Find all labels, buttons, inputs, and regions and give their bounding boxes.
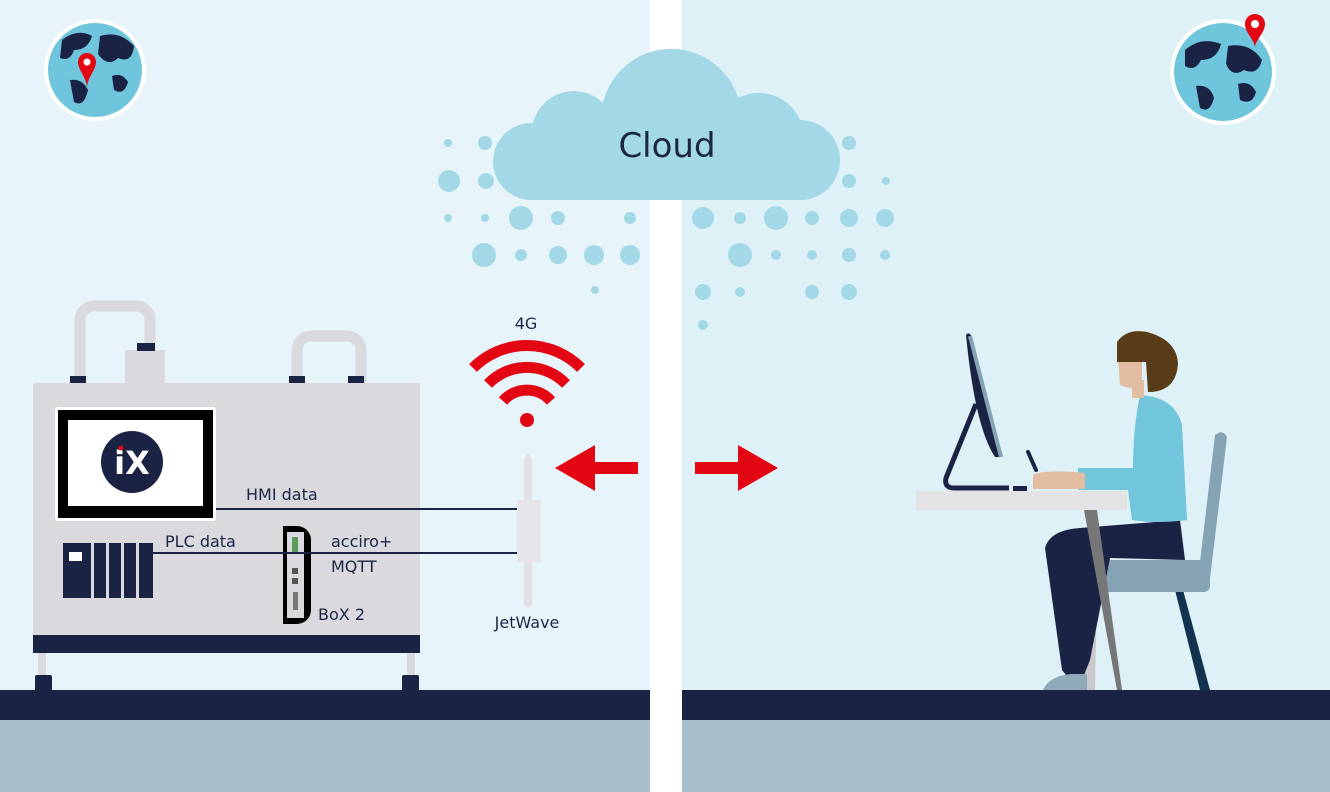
particle-dot <box>764 206 788 230</box>
cloud-icon: Cloud <box>492 48 840 201</box>
particle-dot <box>842 248 856 262</box>
4g-label: 4G <box>515 314 538 333</box>
particle-dot <box>591 286 599 294</box>
particle-dot <box>842 174 856 188</box>
protocol-label: acciro+ <box>331 532 392 551</box>
jetwave-antenna <box>517 454 541 608</box>
particle-dot <box>695 284 711 300</box>
particle-dot <box>515 249 527 261</box>
hmi-data-label: HMI data <box>246 485 318 504</box>
particle-dot <box>807 250 817 260</box>
particle-dot <box>620 245 640 265</box>
particle-dot <box>509 206 533 230</box>
legs <box>1045 520 1185 690</box>
particle-dot <box>478 136 492 150</box>
torso <box>1078 395 1187 522</box>
particle-dot <box>805 285 819 299</box>
chair-back <box>1197 432 1227 587</box>
particle-dot <box>840 209 858 227</box>
floor-right <box>682 690 1330 720</box>
particle-dot <box>735 287 745 297</box>
particle-dot <box>481 214 489 222</box>
particle-dot <box>478 173 494 189</box>
particle-dot <box>882 177 890 185</box>
particle-dot <box>698 320 708 330</box>
arrow-left-icon <box>555 445 638 491</box>
particle-dot <box>876 209 894 227</box>
particle-dot <box>728 243 752 267</box>
jetwave-label: JetWave <box>494 613 560 632</box>
particle-dot <box>692 207 714 229</box>
wifi-signal-icon <box>469 340 585 427</box>
particle-dot <box>805 211 819 225</box>
data-particles <box>438 136 894 330</box>
particle-dot <box>880 250 890 260</box>
particle-dot <box>472 243 496 267</box>
hair <box>1117 331 1178 392</box>
hand <box>1033 471 1085 489</box>
cloud-label: Cloud <box>618 126 715 166</box>
particle-dot <box>771 250 781 260</box>
remote-user-illustration <box>916 331 1227 690</box>
particle-dot <box>551 211 565 225</box>
hmi-panel: iX <box>55 407 216 521</box>
plc-data-label: PLC data <box>165 532 236 551</box>
desk <box>916 491 1127 510</box>
particle-dot <box>444 214 452 222</box>
box2-label: BoX 2 <box>318 605 365 624</box>
plc-unit <box>63 543 153 598</box>
particle-dot <box>438 170 460 192</box>
particle-dot <box>444 139 452 147</box>
box2-gateway <box>283 526 311 624</box>
globe-icon-left <box>44 19 146 121</box>
location-pin-icon <box>78 53 96 88</box>
particle-dot <box>549 246 567 264</box>
floor-left <box>0 690 650 720</box>
protocol-label-mqtt: MQTT <box>331 557 377 576</box>
globe-icon-right <box>1170 14 1276 125</box>
arrow-right-icon <box>695 445 778 491</box>
ground-right <box>682 720 1330 792</box>
particle-dot <box>842 136 856 150</box>
particle-dot <box>841 284 857 300</box>
particle-dot <box>584 245 604 265</box>
ix-logo <box>101 431 163 493</box>
location-pin-icon <box>1245 14 1265 48</box>
particle-dot <box>624 212 636 224</box>
ground-left <box>0 720 650 792</box>
particle-dot <box>734 212 746 224</box>
